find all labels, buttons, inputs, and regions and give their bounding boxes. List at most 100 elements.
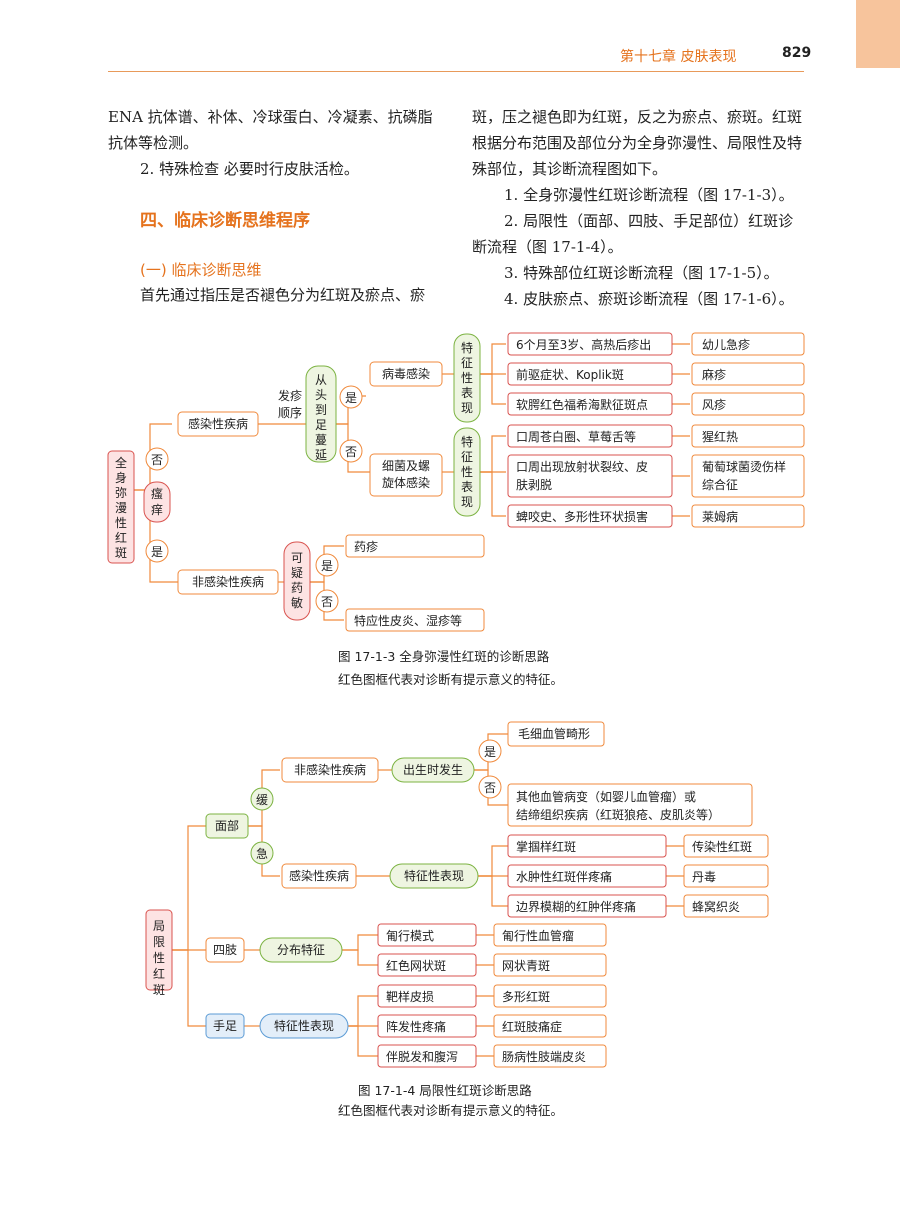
fig2-slow-label: 缓: [256, 793, 268, 807]
fig2-face-feature-1: 掌掴样红斑: [516, 839, 576, 854]
fig2-face-result-3: 蜂窝织炎: [692, 899, 740, 914]
fig1-result-5b: 综合征: [702, 477, 738, 492]
paragraph: 首先通过指压是否褪色分为红斑及瘀点、瘀: [140, 286, 426, 304]
fig2-face-label: 面部: [215, 818, 239, 833]
fig1-root-label: 全身弥漫性红斑: [115, 455, 127, 560]
fig1-drug-box: [345, 534, 485, 558]
fig1-infectious-label: 感染性疾病: [188, 416, 248, 431]
fig1-yes2-circle: [339, 385, 363, 409]
fig2-infectious-box: [281, 863, 357, 889]
fig2-caption: 图 17-1-4 局限性红斑诊断思路: [358, 1080, 532, 1099]
fig2-no-circle: [478, 775, 502, 799]
fig1-result-boxes: [691, 332, 805, 528]
fig1-atopic-box: [345, 608, 485, 632]
fig1-feature-3: 软腭红色福希海默征斑点: [516, 397, 648, 412]
fig2-features-box-1: [389, 863, 479, 889]
fig1-result-6: 莱姆病: [702, 509, 738, 524]
fig2-capillary-label: 毛细血管畸形: [518, 726, 590, 741]
fig2-hand-result-1: 多形红斑: [502, 989, 550, 1004]
fig2-face-feature-3: 边界模糊的红肿伴疼痛: [516, 899, 636, 914]
fig1-no3-label: 否: [321, 595, 333, 609]
fig1-itch-box: [143, 481, 171, 523]
fig1-feature-5b: 肤剥脱: [516, 477, 552, 492]
fig1-result-1: 幼儿急疹: [702, 337, 750, 352]
fig1-result-5a: 葡萄球菌烫伤样: [702, 459, 786, 474]
fig2-limbs-box: [205, 937, 245, 963]
fig2-face-result-2: 丹毒: [692, 870, 716, 884]
list-item: 3. 特殊部位红斑诊断流程（图 17-1-5）。: [504, 264, 779, 282]
fig1-noninfectious-label: 非感染性疾病: [192, 574, 264, 589]
fig2-no-label: 否: [484, 781, 496, 795]
fig1-head-to-foot-label: 从头到足蔓延: [315, 373, 327, 462]
fig2-face-box: [205, 813, 249, 839]
fig1-head-to-foot-box: [305, 365, 337, 463]
fig2-at-birth-label: 出生时发生: [403, 762, 463, 777]
fig2-other-label-a: 其他血管病变（如婴儿血管瘤）或: [516, 789, 696, 804]
header-rule: [108, 71, 804, 72]
fig1-atopic-label: 特应性皮炎、湿疹等: [354, 613, 462, 628]
fig2-limb-feature-boxes: [377, 923, 477, 977]
fig1-viral-label: 病毒感染: [382, 366, 430, 381]
section-heading: 四、临床诊断思维程序: [140, 211, 310, 231]
fig1-yes3-circle: [315, 553, 339, 577]
fig2-features-box-2: [259, 1013, 349, 1039]
fig2-noninfectious-box: [281, 757, 379, 783]
fig2-hand-result-3: 肠病性肢端皮炎: [502, 1049, 586, 1064]
fig1-drug-q-label: 可疑药敏: [291, 551, 303, 610]
fig2-distribution-box: [259, 937, 343, 963]
fig2-limbs-label: 四肢: [213, 942, 237, 957]
fig1-no2-label: 否: [345, 445, 357, 459]
fig2-connectors: [172, 733, 684, 1057]
fig2-face-feature-boxes: [507, 834, 667, 918]
fig2-features-label-2: 特征性表现: [274, 1018, 334, 1033]
fig1-features-label-2: 特征性表现: [461, 434, 473, 509]
fig1-feature-1: 6个月至3岁、高热后疹出: [516, 337, 651, 352]
fig1-features-label-1: 特征性表现: [461, 340, 473, 415]
list-item: 2. 局限性（面部、四肢、手足部位）红斑诊断流程（图 17-1-4）。: [472, 212, 794, 256]
chapter-title: 第十七章 皮肤表现: [620, 49, 737, 65]
fig2-at-birth-box: [391, 757, 475, 783]
fig1-no-label: 否: [151, 453, 163, 467]
fig2-hand-feature-1: 靶样皮损: [386, 989, 434, 1004]
fig2-root-label: 局限性红斑: [153, 919, 165, 997]
fig2-slow-circle: [250, 787, 274, 811]
fig1-viral-box: [369, 361, 443, 387]
left-column: ENA 抗体谱、补体、冷球蛋白、冷凝素、抗磷脂抗体等检测。 2. 特殊检查 必要…: [108, 104, 444, 182]
fig2-acute-label: 急: [256, 846, 268, 861]
fig2-acute-circle: [250, 841, 274, 865]
page-number: 829: [782, 45, 812, 61]
fig1-root-box: [107, 450, 135, 564]
fig2-root-box: [145, 909, 173, 991]
fig2-features-label-1: 特征性表现: [404, 868, 464, 883]
fig2-capillary-box: [507, 721, 605, 747]
fig1-drug-q-box: [283, 541, 311, 621]
fig1-yes-circle: [145, 539, 169, 563]
fig2-caption-note: 红色图框代表对诊断有提示意义的特征。: [338, 1103, 564, 1118]
fig2-other-box: [507, 783, 753, 827]
fig1-features-box-2: [453, 427, 481, 517]
fig1-caption-title: 图 17-1-3 全身弥漫性红斑的诊断思路: [338, 649, 550, 664]
fig2-caption-note-wrap: 红色图框代表对诊断有提示意义的特征。: [338, 1100, 563, 1119]
fig2-hand-feature-3: 伴脱发和腹泻: [386, 1049, 458, 1064]
fig2-face-feature-2: 水肿性红斑伴疼痛: [516, 869, 612, 884]
left-paragraph: 首先通过指压是否褪色分为红斑及瘀点、瘀: [140, 282, 450, 308]
fig1-yes3-label: 是: [321, 559, 333, 573]
fig2-hand-result-boxes: [493, 984, 607, 1068]
fig1-onset-label: 发疹顺序: [278, 388, 302, 420]
paragraph: ENA 抗体谱、补体、冷球蛋白、冷凝素、抗磷脂抗体等检测。: [108, 108, 433, 152]
fig2-infectious-label: 感染性疾病: [289, 868, 349, 883]
fig1-no3-circle: [315, 589, 339, 613]
fig1-feature-5a: 口周出现放射状裂纹、皮: [516, 459, 648, 474]
fig2-caption-title: 图 17-1-4 局限性红斑诊断思路: [358, 1083, 532, 1098]
fig1-feature-6: 蜱咬史、多形性环状损害: [516, 509, 648, 524]
fig1-itch-label: 瘙痒: [151, 486, 163, 517]
fig2-hand-feature-boxes: [377, 984, 477, 1068]
fig2-limb-feature-2: 红色网状斑: [386, 958, 446, 973]
fig2-limb-result-boxes: [493, 923, 607, 977]
fig2-yes-label: 是: [484, 745, 496, 759]
fig2-yes-circle: [478, 739, 502, 763]
running-header: 第十七章 皮肤表现 829: [620, 45, 812, 66]
fig1-bacterial-label: 细菌及螺旋体感染: [382, 459, 430, 490]
